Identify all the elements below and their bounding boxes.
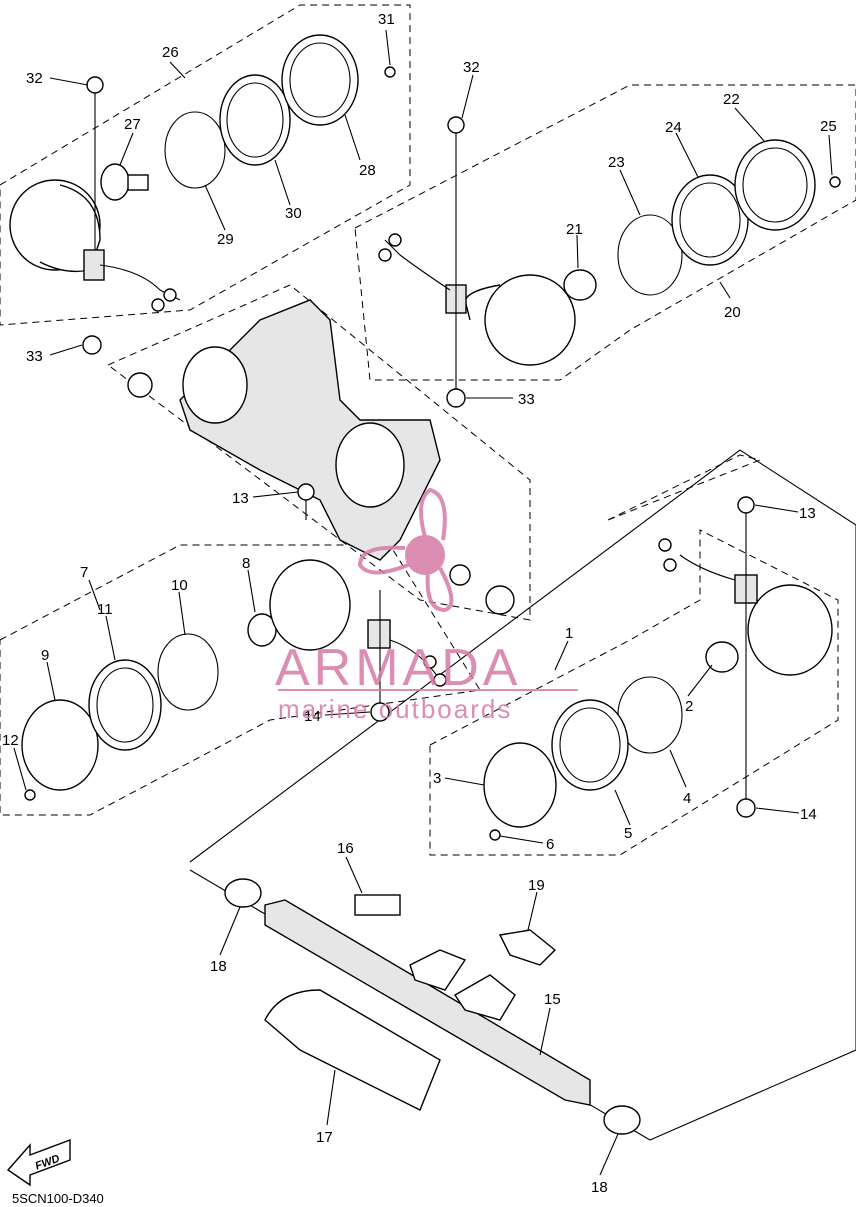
frame-assembly-1-inner [607, 454, 762, 521]
fwd-arrow-icon: FWD [6, 1138, 71, 1187]
gasket-29 [164, 111, 226, 189]
callout-17: 17 [316, 1129, 333, 1146]
callout-28: 28 [359, 162, 376, 179]
callout-27: 27 [124, 116, 141, 133]
callout-6: 6 [546, 836, 554, 853]
callout-23: 23 [608, 154, 625, 171]
callout-4: 4 [683, 790, 691, 807]
nut-33a [82, 335, 102, 355]
clamp-19 [498, 929, 557, 966]
bolt-32a [86, 76, 104, 94]
callout-3: 3 [433, 770, 441, 787]
callout-10: 10 [171, 577, 188, 594]
callout-18b: 18 [591, 1179, 608, 1196]
frame-assembly-1 [429, 529, 839, 856]
callout-33b: 33 [518, 391, 535, 408]
callout-14b: 14 [800, 806, 817, 823]
rim-30 [219, 74, 291, 166]
grommet-18a [224, 878, 262, 908]
bolt-13a [297, 483, 315, 501]
callout-21: 21 [566, 221, 583, 238]
callout-13: 13 [232, 490, 249, 507]
bolt-13b [737, 496, 755, 514]
cover-17 [264, 989, 441, 1111]
callout-30: 30 [285, 205, 302, 222]
mounting-bracket [127, 299, 515, 615]
bulb-2 [705, 641, 739, 673]
nut-14a [370, 702, 390, 722]
turn-signal-assembly-7 [21, 559, 447, 801]
callout-19: 19 [528, 877, 545, 894]
callout-31: 31 [378, 11, 395, 28]
bolt-32b [447, 116, 465, 134]
callout-11: 11 [97, 601, 113, 618]
callout-labels: 31 26 32 27 28 29 30 33 32 22 24 25 23 2… [2, 11, 837, 1196]
callout-24: 24 [665, 119, 682, 136]
callout-14: 14 [304, 708, 321, 725]
callout-18: 18 [210, 958, 227, 975]
lens-3 [483, 742, 557, 828]
bolt-16 [354, 894, 401, 916]
callout-5: 5 [624, 825, 632, 842]
callout-9: 9 [41, 647, 49, 664]
lens-housing-1 [747, 584, 833, 676]
gasket-23 [617, 214, 683, 296]
handlebar-assembly [224, 878, 641, 1135]
lens-28 [281, 34, 359, 126]
rim-5 [551, 699, 629, 791]
frame-assembly-26 [0, 4, 411, 326]
turn-signal-assembly-1 [483, 496, 833, 841]
callout-2: 2 [685, 698, 693, 715]
callout-16: 16 [337, 840, 354, 857]
callout-29: 29 [217, 231, 234, 248]
screw-25 [829, 176, 841, 188]
callout-7: 7 [80, 564, 88, 581]
screw-12 [24, 789, 36, 801]
callout-32b: 32 [463, 59, 480, 76]
lens-housing-20 [484, 274, 576, 366]
callout-22: 22 [723, 91, 740, 108]
lens-9 [21, 699, 99, 791]
callout-12: 12 [2, 732, 19, 749]
turn-signal-assembly-26 [9, 34, 396, 355]
callout-13b: 13 [799, 505, 816, 522]
nut-14b [736, 798, 756, 818]
rim-11 [88, 659, 162, 751]
turn-signal-assembly-20 [378, 116, 841, 408]
frame-assembly-20 [354, 84, 856, 381]
lens-housing-7 [269, 559, 351, 651]
bulb-27 [100, 163, 130, 201]
watermark: ARMADA marine outboards [275, 487, 578, 724]
callout-8: 8 [242, 555, 250, 572]
nut-33b [446, 388, 466, 408]
screw-31 [384, 66, 396, 78]
lens-22 [734, 139, 816, 231]
propeller-logo-icon [357, 487, 454, 613]
rim-24 [671, 174, 749, 266]
callout-32: 32 [26, 70, 43, 87]
callout-20: 20 [724, 304, 741, 321]
watermark-brand: ARMADA [275, 639, 521, 697]
gasket-10 [157, 633, 219, 711]
diagram-code: 5SCN100-D340 [12, 1191, 104, 1206]
bar-15 [264, 899, 591, 1106]
screw-6 [489, 829, 501, 841]
bulb-21 [563, 269, 597, 301]
callout-1: 1 [565, 625, 573, 642]
callout-26: 26 [162, 44, 179, 61]
watermark-tagline: marine outboards [278, 694, 512, 724]
callout-33: 33 [26, 348, 43, 365]
callout-25: 25 [820, 118, 837, 135]
leader-lines [13, 29, 833, 1176]
callout-15: 15 [544, 991, 561, 1008]
grommet-18b [603, 1105, 641, 1135]
frame-bracket [107, 284, 531, 621]
